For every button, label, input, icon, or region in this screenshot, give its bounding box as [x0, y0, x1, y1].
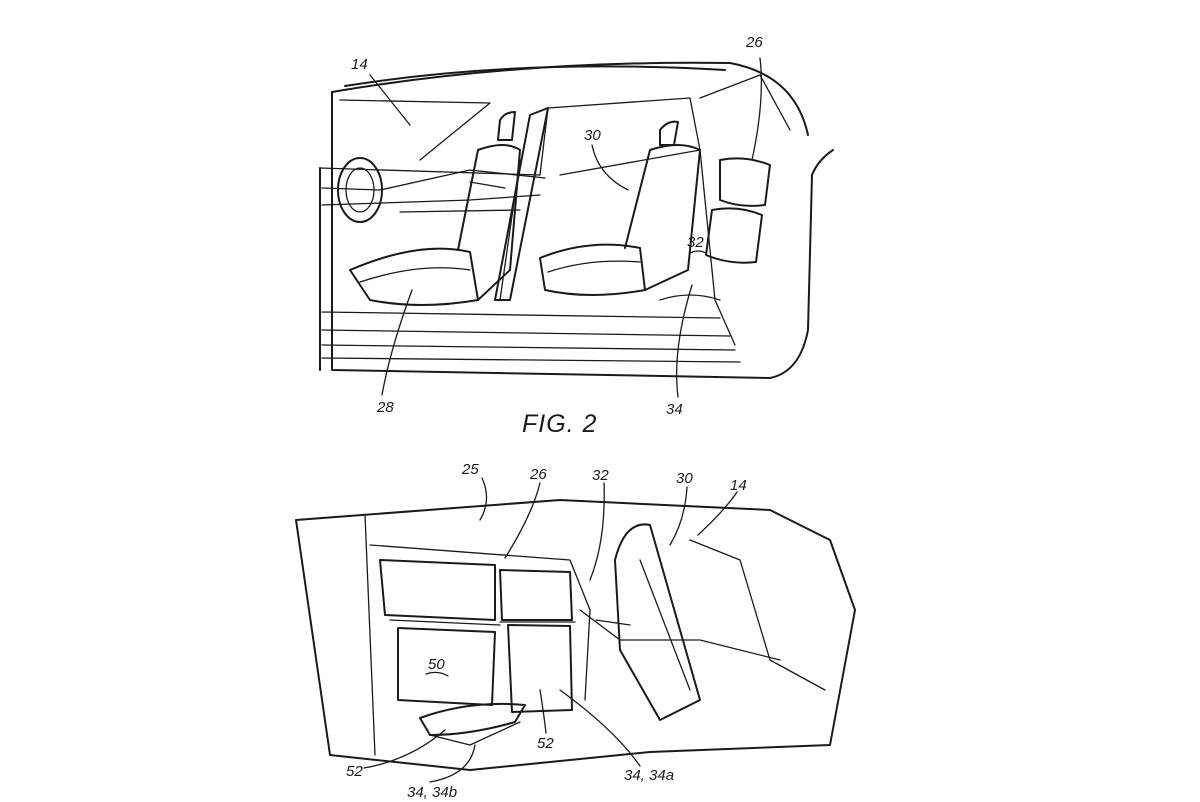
- fig2-labels: 14 26 30 32 28 34 FIG. 2: [351, 34, 763, 438]
- fig3-label: 34, 34b: [407, 784, 457, 801]
- fig2-label: 30: [584, 127, 601, 144]
- fig3-label: 26: [529, 466, 547, 483]
- fig3-label: 52: [537, 735, 554, 752]
- fig2-label: 26: [745, 34, 763, 51]
- fig3-labels: 25 26 32 30 14 50 52 52 34, 34a 34, 34b: [346, 461, 747, 801]
- fig2-label: 28: [376, 399, 394, 416]
- fig3-label: 34, 34a: [624, 767, 674, 784]
- fig3-label: 32: [592, 467, 609, 484]
- fig2-caption: FIG. 2: [522, 410, 597, 438]
- fig3-label: 52: [346, 763, 363, 780]
- fig3-label: 25: [461, 461, 479, 478]
- fig3-leader-lines: [363, 477, 738, 783]
- fig2-label: 34: [666, 401, 683, 418]
- fig3-label: 50: [428, 656, 445, 673]
- fig2-label: 14: [351, 56, 368, 73]
- fig2-vehicle-drawing: [319, 61, 834, 379]
- fig2-leader-lines: [369, 57, 763, 398]
- fig3-label: 30: [676, 470, 693, 487]
- fig3-vehicle-drawing: [295, 499, 856, 771]
- fig2-label: 32: [687, 234, 704, 251]
- fig3-label: 14: [730, 477, 747, 494]
